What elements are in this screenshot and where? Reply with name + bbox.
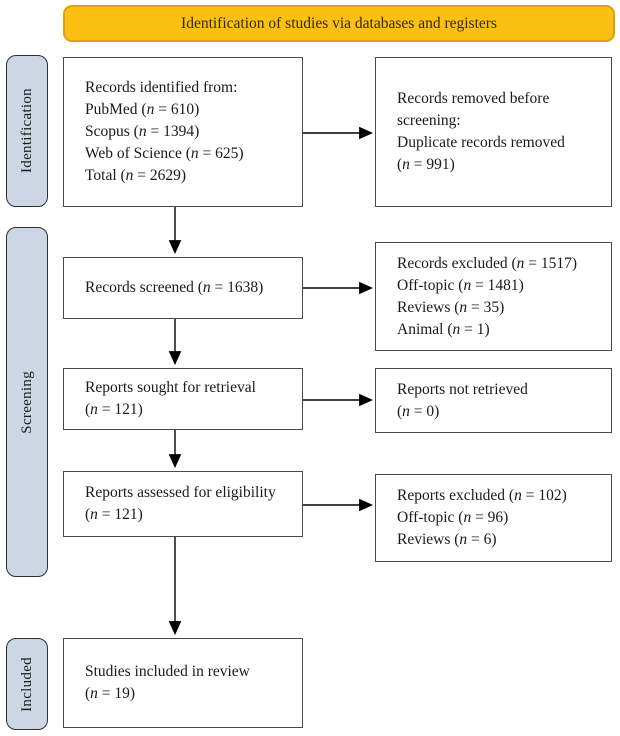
stage-label-screening: Screening [6,227,48,577]
banner-label: Identification of studies via databases … [181,14,497,32]
box-text-line: Reports sought for retrieval [85,379,256,396]
box-text-line: (n = 19) [85,685,136,702]
box-text-line: Reports not retrieved [397,380,528,398]
box-text-line: Total (n = 2629) [85,167,187,184]
box-text-line: Off-topic (n = 96) [397,509,509,526]
stage-label-identification: Identification [6,55,48,207]
stage-label-included: Included [6,638,48,730]
box-records-identified: Records identified from: PubMed (n = 610)… [63,57,303,207]
box-text-line: (n = 991) [397,156,455,173]
box-text-line: Records removed before [397,90,550,107]
box-text-line: (n = 121) [85,506,143,523]
box-text-line: Reviews (n = 35) [397,298,505,316]
box-text-line: screening: [397,112,461,129]
stage-label-identification-text: Identification [18,88,35,174]
box-text-line: Records identified from: [85,79,238,96]
box-records-removed-before-screening: Records removed before screening: Duplicat… [375,57,612,207]
box-text-line: Reports assessed for eligibility [85,484,276,501]
box-text-line: Off-topic (n = 1481) [397,276,524,294]
box-text-line: (n = 0) [397,402,440,420]
box-reports-not-retrieved: Reports not retrieved (n = 0) [375,368,612,433]
stage-label-included-text: Included [18,656,35,712]
banner-identification-via-databases: Identification of studies via databases … [63,5,615,42]
box-text-line: Records excluded (n = 1517) [397,254,578,272]
box-reports-assessed-for-eligibility: Reports assessed for eligibility (n = 121… [63,471,303,537]
box-studies-included-in-review: Studies included in review (n = 19) [63,638,303,728]
box-text-line: Records screened (n = 1638) [85,279,264,296]
box-reports-sought-for-retrieval: Reports sought for retrieval (n = 121) [63,368,303,430]
box-text-line: (n = 121) [85,401,143,418]
box-text-line: Scopus (n = 1394) [85,123,200,140]
box-text-line: Duplicate records removed [397,134,565,151]
box-text-line: Studies included in review [85,663,250,680]
box-reports-excluded: Reports excluded (n = 102) Off-topic (n =… [375,474,612,562]
box-text-line: PubMed (n = 610) [85,101,200,118]
box-text-line: Animal (n = 1) [397,320,490,338]
box-records-screened: Records screened (n = 1638) [63,257,303,319]
box-text-line: Web of Science (n = 625) [85,145,244,162]
stage-label-screening-text: Screening [18,370,35,434]
box-text-line: Reviews (n = 6) [397,531,497,548]
box-records-excluded: Records excluded (n = 1517) Off-topic (n … [375,242,612,351]
box-text-line: Reports excluded (n = 102) [397,487,567,504]
